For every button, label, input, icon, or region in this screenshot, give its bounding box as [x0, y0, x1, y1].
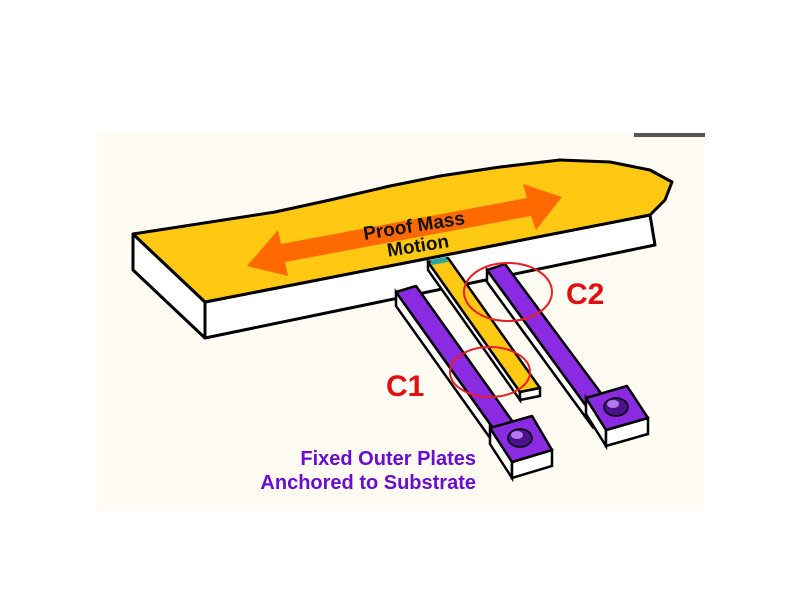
- double-arrow-icon: [247, 184, 562, 276]
- fixed-plates-label-line1: Fixed Outer Plates: [300, 448, 476, 470]
- c1-label: C1: [386, 370, 424, 403]
- moving-finger: [426, 256, 542, 404]
- fixed-plates-label-line2: Anchored to Substrate: [260, 472, 476, 494]
- motion-arrow: [247, 184, 562, 276]
- right-fixed-plate: [485, 262, 650, 451]
- moving-finger-front: [518, 386, 542, 402]
- panel-corner-bar: [634, 133, 705, 137]
- c1-highlight-circle: [449, 346, 531, 398]
- left-fixed-plate: [394, 284, 554, 483]
- c2-highlight-circle: [463, 262, 553, 322]
- c2-label: C2: [566, 278, 604, 311]
- moving-finger-root: [430, 257, 448, 265]
